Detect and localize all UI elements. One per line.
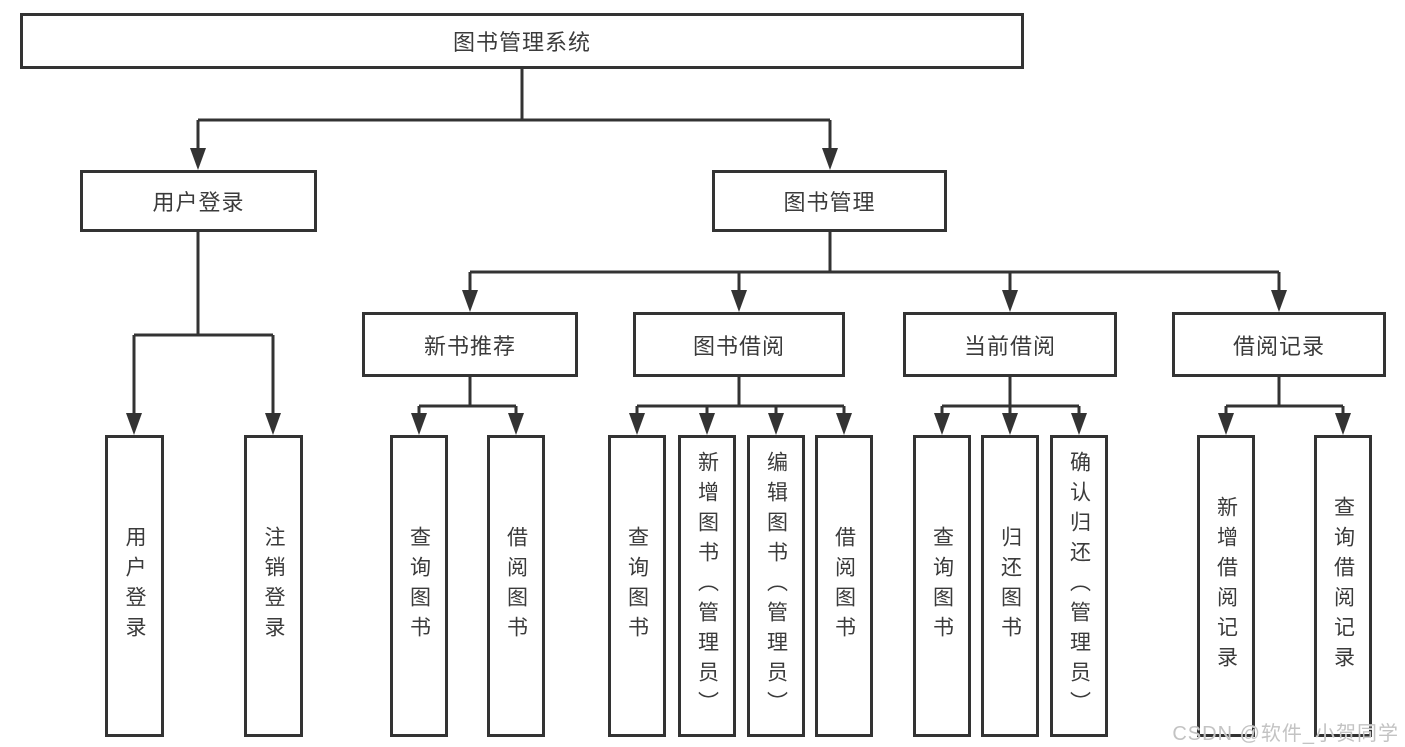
leaf-logout-login: 注销登录 — [244, 435, 303, 737]
group-new-book-recommendation: 新书推荐 — [362, 312, 578, 377]
leaf-query-books-current: 查询图书 — [913, 435, 971, 737]
branch-book-management: 图书管理 — [712, 170, 947, 232]
leaf-borrow-books-recommend: 借阅图书 — [487, 435, 545, 737]
group-book-borrowing: 图书借阅 — [633, 312, 845, 377]
leaf-borrow-books-borrowing: 借阅图书 — [815, 435, 873, 737]
leaf-query-borrow-record: 查询借阅记录 — [1314, 435, 1372, 737]
csdn-watermark: CSDN @软件_小贺同学 — [1172, 723, 1399, 745]
leaf-add-book-admin: 新增图书（管理员） — [678, 435, 736, 737]
leaf-return-book: 归还图书 — [981, 435, 1039, 737]
leaf-confirm-return-admin: 确认归还（管理员） — [1050, 435, 1108, 737]
leaf-query-books-recommend: 查询图书 — [390, 435, 448, 737]
branch-user-login: 用户登录 — [80, 170, 317, 232]
leaf-add-borrow-record: 新增借阅记录 — [1197, 435, 1255, 737]
group-borrowing-records: 借阅记录 — [1172, 312, 1386, 377]
node-root: 图书管理系统 — [20, 13, 1024, 69]
leaf-user-login: 用户登录 — [105, 435, 164, 737]
leaf-edit-book-admin: 编辑图书（管理员） — [747, 435, 805, 737]
leaf-query-books-borrowing: 查询图书 — [608, 435, 666, 737]
group-current-borrowing: 当前借阅 — [903, 312, 1117, 377]
